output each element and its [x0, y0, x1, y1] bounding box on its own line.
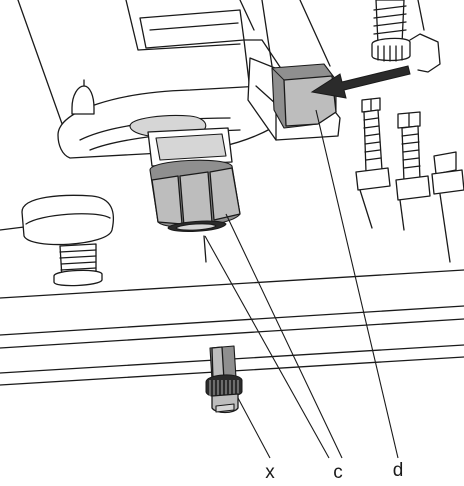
callout-x: x — [265, 462, 275, 483]
part-d-pad — [271, 63, 337, 129]
part-x-screw — [205, 345, 243, 414]
part-c-hex-nut — [147, 127, 241, 263]
callout-d: d — [393, 460, 404, 481]
leader-lines — [204, 109, 399, 459]
leader-line-c-2 — [225, 213, 343, 459]
adjuster-spring-top — [371, 0, 441, 73]
screws-right — [355, 97, 464, 263]
leader-line-x — [237, 397, 271, 459]
leader-line-c-1 — [204, 235, 330, 459]
rubber-foot — [21, 194, 115, 287]
callout-c: c — [333, 462, 343, 483]
push-arrow — [310, 65, 411, 99]
leader-line-d — [315, 109, 399, 459]
